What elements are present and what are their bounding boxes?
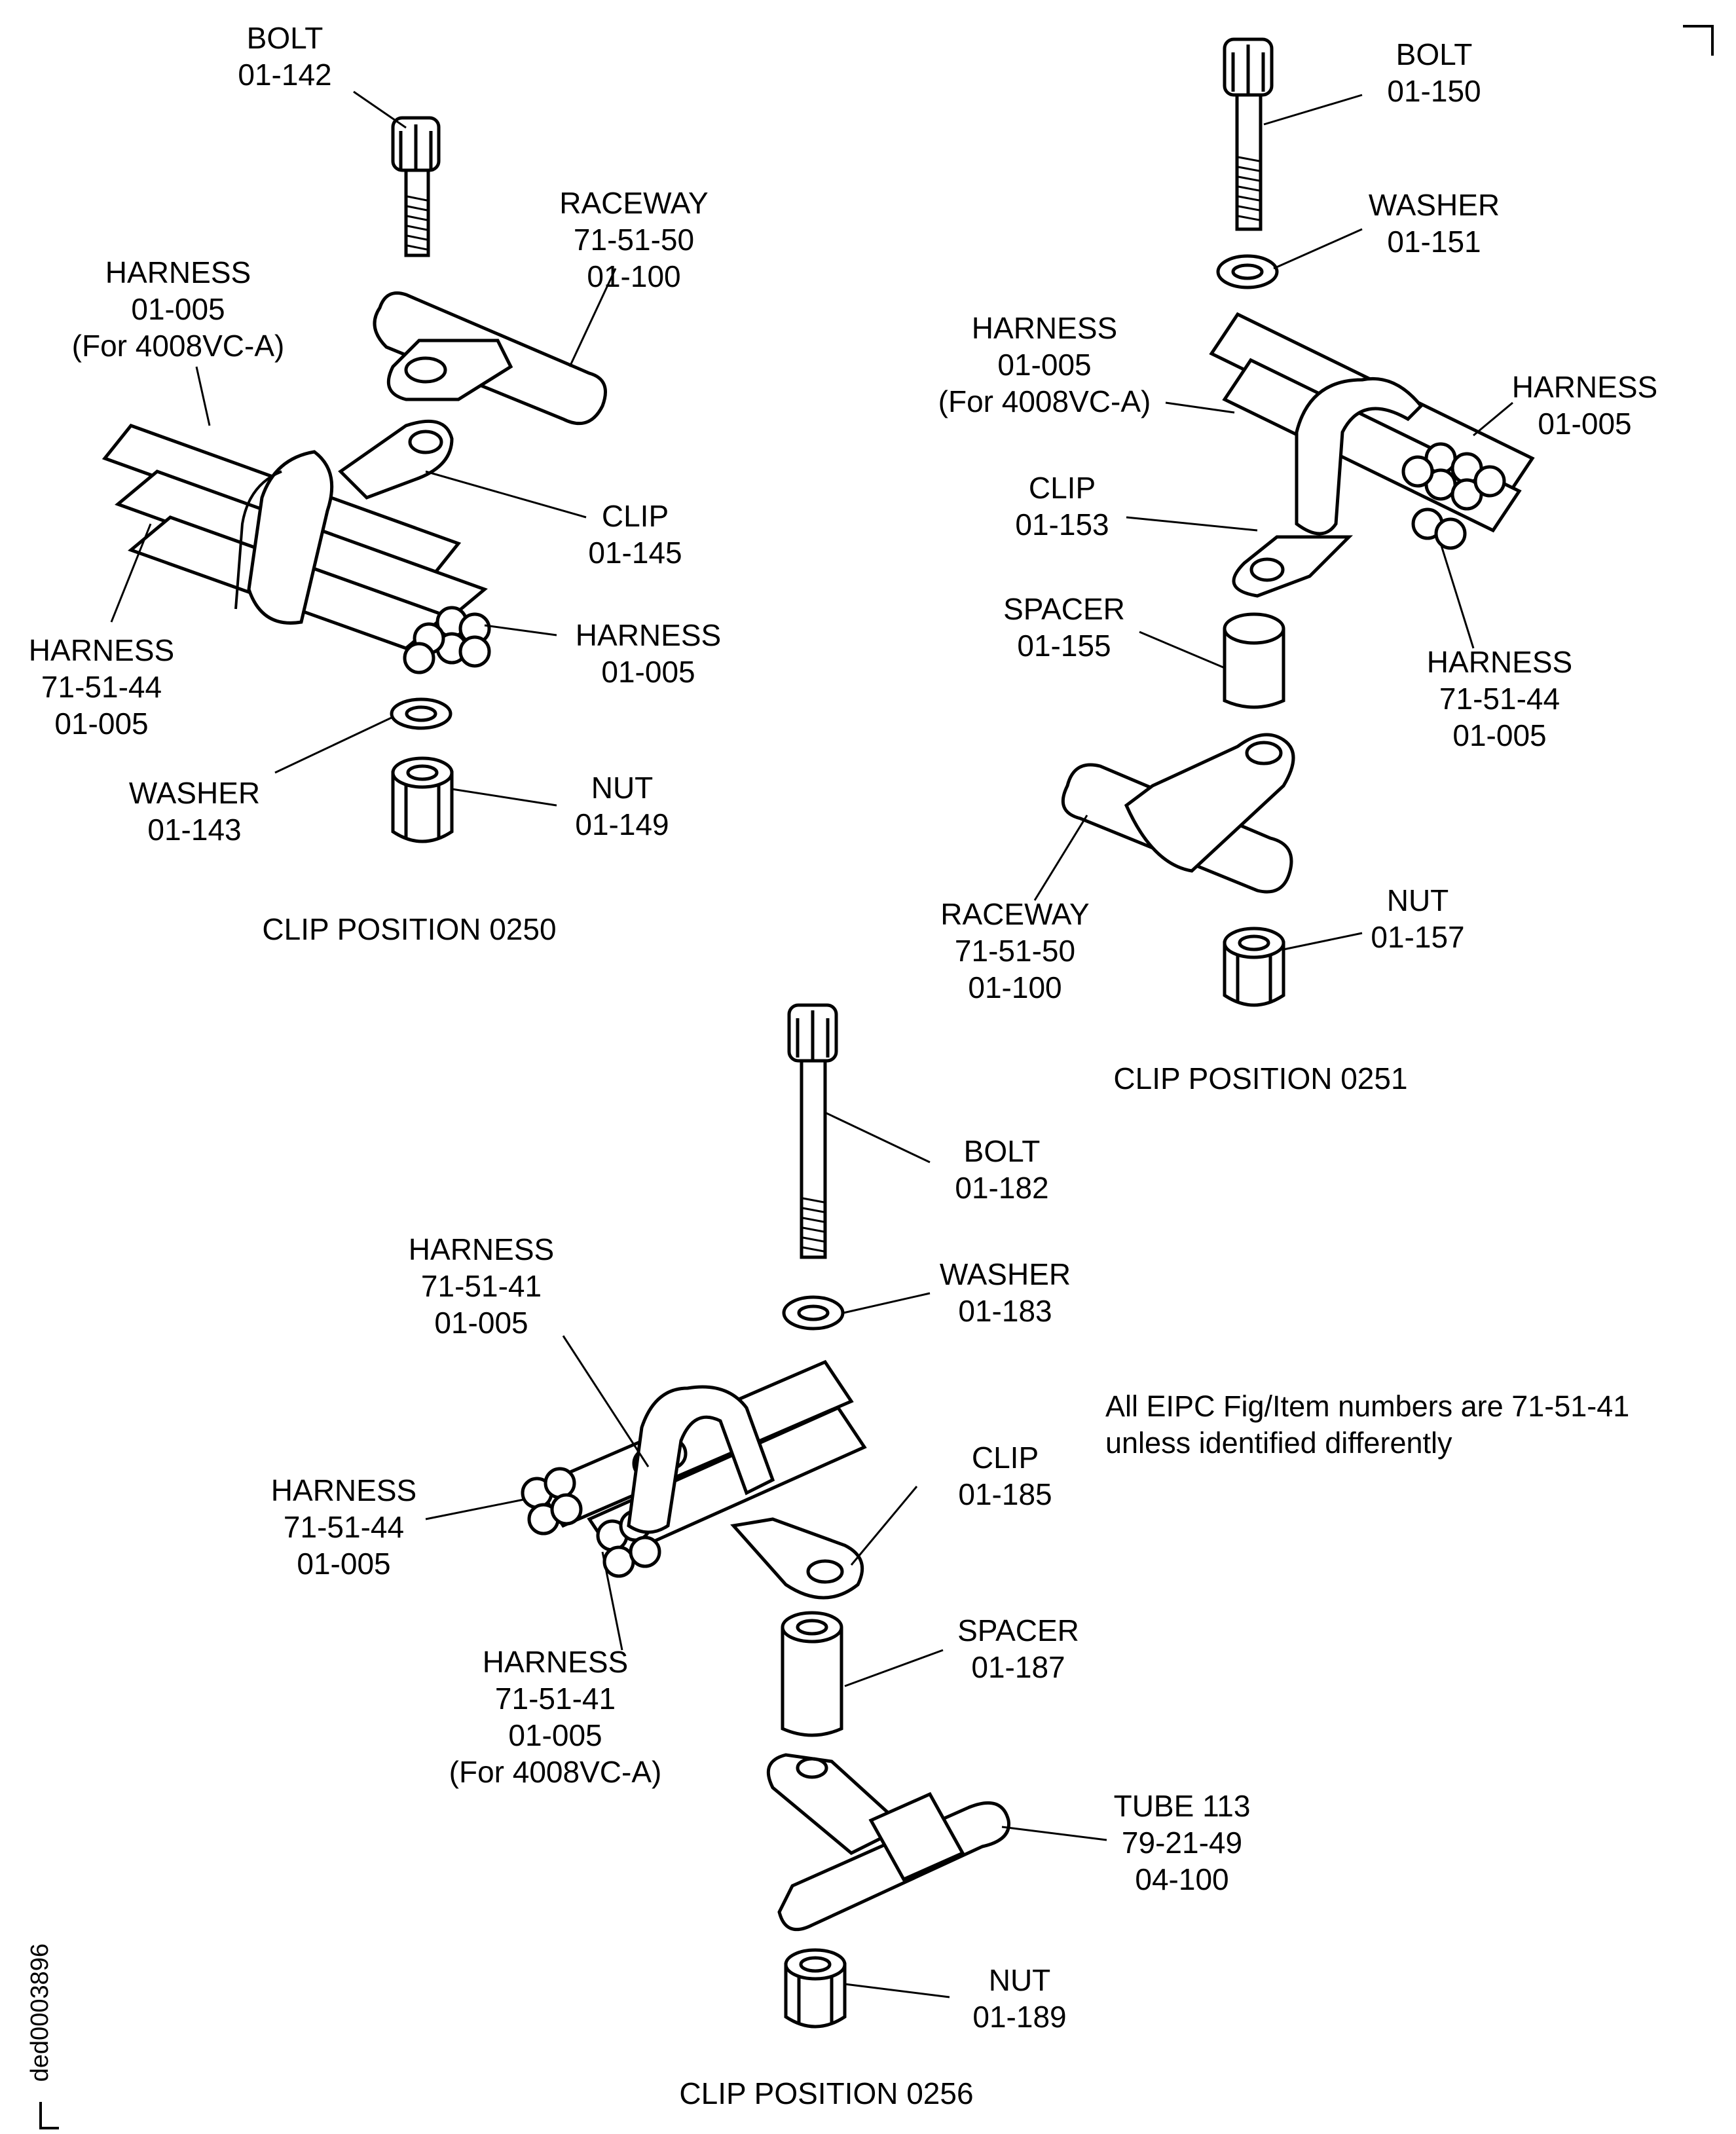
corner-mark-bottom	[39, 2102, 59, 2129]
pos-0256-clip	[627, 1385, 864, 1600]
pos-0250-bolt	[391, 116, 441, 257]
numbering-note: All EIPC Fig/Item numbers are 71-51-41 u…	[1105, 1389, 1630, 1460]
pos-0251-harness-bundle	[1209, 312, 1535, 550]
pos-0256-leaders	[425, 1112, 1107, 1998]
pos-0251-nut	[1223, 927, 1285, 1007]
pos-0251-leaders	[1033, 94, 1513, 951]
caption-clip-position-0250: CLIP POSITION 0250	[262, 912, 557, 946]
pos-0251-washer	[1216, 254, 1279, 289]
document-id: ded0003896	[26, 1943, 54, 2082]
pos-0256-spacer	[781, 1611, 843, 1737]
pos-0251-spacer	[1223, 612, 1285, 709]
pos-0256-bolt	[787, 1003, 838, 1259]
pos-0251-clip	[1232, 377, 1424, 598]
pos-0256-tube-clamp	[766, 1753, 1010, 1932]
pos-0250-raceway	[373, 291, 607, 426]
pos-0256-washer	[782, 1295, 845, 1331]
pos-0250-washer	[390, 697, 452, 730]
caption-clip-position-0251: CLIP POSITION 0251	[1113, 1061, 1408, 1095]
pos-0251-bolt	[1223, 37, 1274, 231]
corner-mark	[1683, 25, 1714, 56]
pos-0250-clip	[234, 419, 454, 625]
pos-0250-nut	[391, 756, 454, 843]
pos-0256-nut	[784, 1948, 847, 2029]
pos-0250-leaders	[110, 90, 617, 807]
caption-clip-position-0256: CLIP POSITION 0256	[679, 2076, 974, 2110]
pos-0251-raceway	[1061, 733, 1295, 894]
